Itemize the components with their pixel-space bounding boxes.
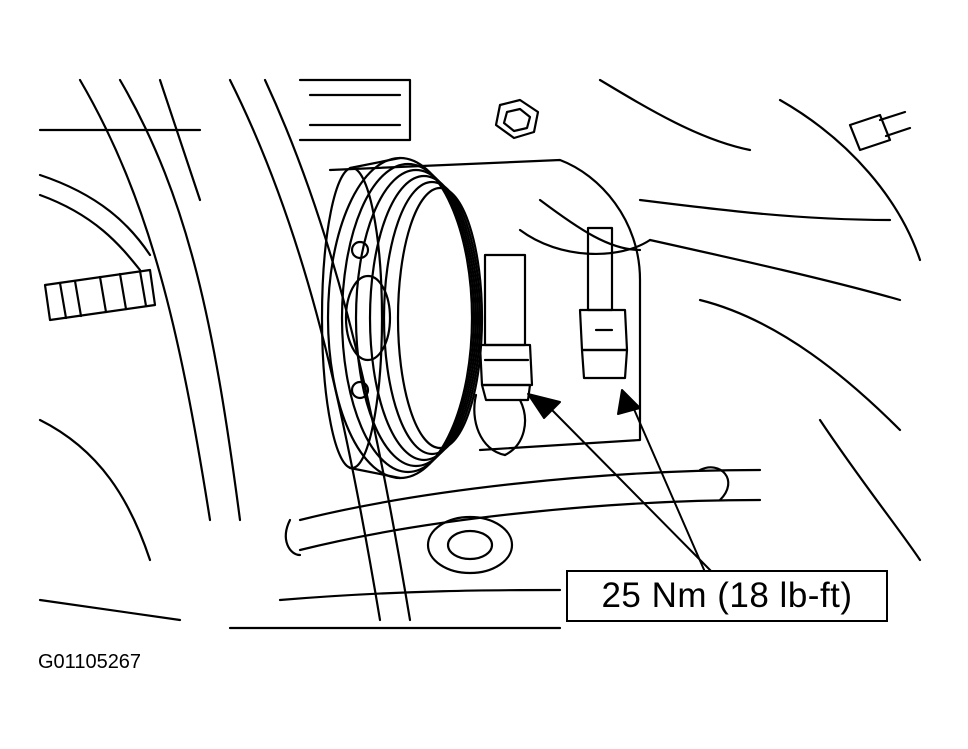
bolt-head: [494, 98, 540, 140]
stud-bolt: [848, 110, 912, 152]
torque-callout-text: 25 Nm (18 lb-ft): [601, 576, 853, 615]
arrow-head-left: [527, 393, 561, 419]
arrow-head-right: [617, 389, 641, 415]
fitting-right: [578, 226, 629, 380]
lower-housing: [284, 466, 730, 575]
figure-id: G01105267: [38, 651, 142, 673]
pulley: [320, 156, 484, 480]
hose-clamp: [43, 268, 157, 322]
torque-callout: 25 Nm (18 lb-ft): [566, 570, 888, 622]
fitting-left: [473, 253, 534, 457]
background-lines: [38, 78, 922, 622]
mounting-bracket: [298, 78, 412, 142]
leader-arrows: [527, 389, 713, 573]
